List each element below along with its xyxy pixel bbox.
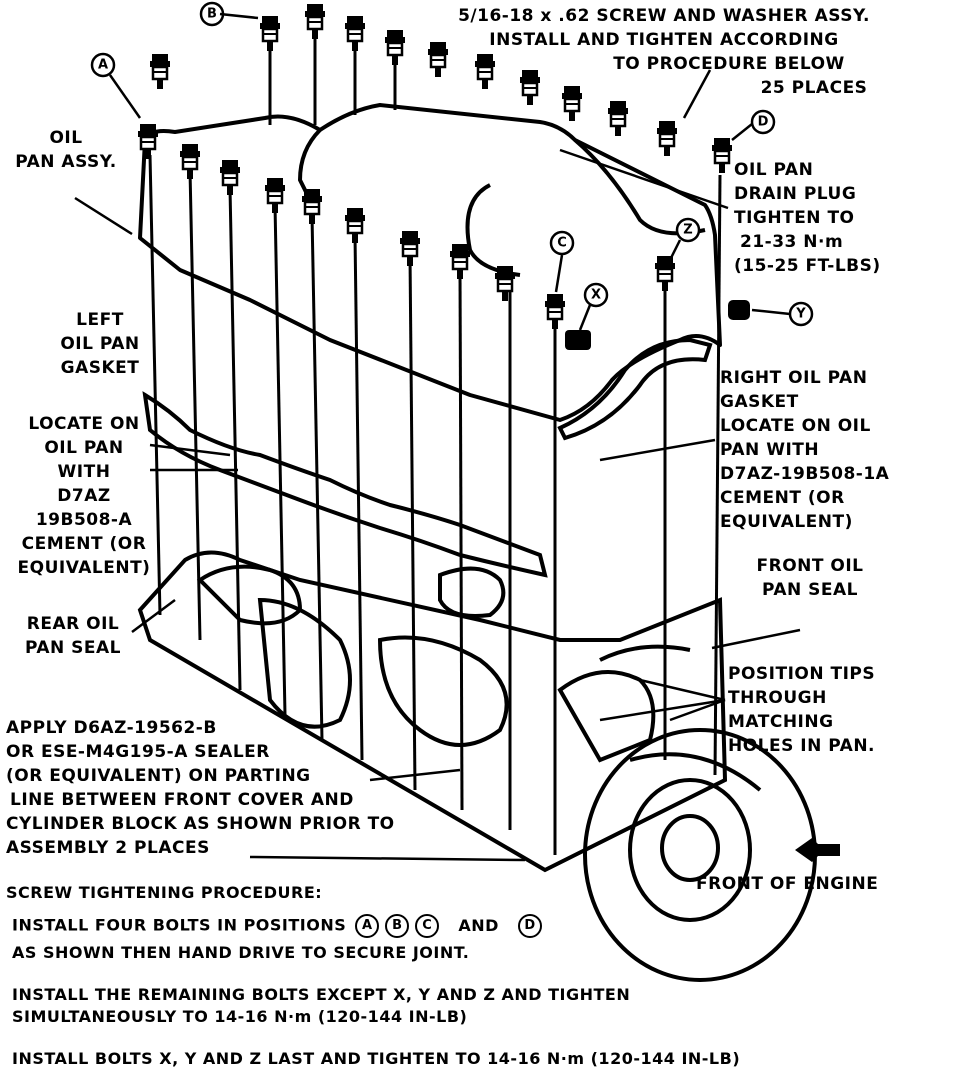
screw-spec-line: TO PROCEDURE BELOW [613, 54, 845, 74]
apply-sealer-line: (OR EQUIVALENT) ON PARTING [6, 766, 311, 786]
locate-left-line: EQUIVALENT) [17, 558, 151, 578]
apply-sealer-line: LINE BETWEEN FRONT COVER AND [10, 790, 354, 810]
procedure-step-1-line-2: AS SHOWN THEN HAND DRIVE TO SECURE JOINT… [12, 943, 470, 962]
position-tips-label: POSITION TIPS THROUGH MATCHING HOLES IN … [728, 662, 875, 758]
drain-plug-line: OIL PAN [734, 160, 814, 180]
drain-plug-line: DRAIN PLUG [734, 184, 857, 204]
screw-spec-label: 5/16-18 x .62 SCREW AND WASHER ASSY. INS… [430, 4, 898, 100]
position-tips-line: POSITION TIPS [728, 664, 876, 684]
screw-spec-line: 25 PLACES [760, 78, 868, 98]
front-seal-label: FRONT OIL PAN SEAL [740, 554, 880, 602]
engine-block [137, 550, 728, 873]
bubble-a: A [355, 914, 380, 938]
left-gasket-line: GASKET [60, 358, 140, 378]
screw-spec-line: 5/16-18 x .62 SCREW AND WASHER ASSY. [458, 6, 870, 26]
locate-left-line: 19B508-A [35, 510, 133, 530]
right-gasket-outline [557, 337, 713, 441]
right-gasket-label: RIGHT OIL PAN GASKET LOCATE ON OIL PAN W… [720, 366, 889, 534]
bubble-b-text: B [207, 7, 217, 22]
bubble-z-text: Z [683, 223, 692, 238]
apply-sealer-line: ASSEMBLY 2 PLACES [6, 838, 210, 858]
procedure-step-2-line: SIMULTANEOUSLY TO 14-16 N·m (120-144 IN-… [12, 1007, 468, 1026]
bubble-y-text: Y [795, 307, 806, 322]
right-gasket-line: D7AZ-19B508-1A [720, 464, 890, 484]
oil-pan-assy-line: OIL [49, 128, 83, 148]
position-tips-line: HOLES IN PAN. [728, 736, 875, 756]
locate-left-line: OIL PAN [44, 438, 124, 458]
bolt-guide-lines [148, 30, 722, 855]
right-gasket-line: PAN WITH [720, 440, 820, 460]
left-gasket-line: OIL PAN [60, 334, 140, 354]
oil-pan-assy-label: OIL PAN ASSY. [2, 126, 130, 174]
oil-pan [138, 103, 722, 422]
apply-sealer-label: APPLY D6AZ-19562-B OR ESE-M4G195-A SEALE… [6, 716, 395, 860]
drain-plug-line: 21-33 N·m [740, 232, 844, 252]
rear-seal-line: PAN SEAL [24, 638, 122, 658]
bubble-c-text: C [557, 236, 567, 251]
apply-sealer-line: CYLINDER BLOCK AS SHOWN PRIOR TO [6, 814, 395, 834]
bubble-d: D [518, 914, 543, 938]
right-gasket-line: EQUIVALENT) [720, 512, 853, 532]
locate-left-line: CEMENT (OR [21, 534, 147, 554]
bubble-b: B [385, 914, 410, 938]
locate-left-line: LOCATE ON [28, 414, 140, 434]
front-seal-line: PAN SEAL [761, 580, 859, 600]
bubble-c: C [415, 914, 440, 938]
crankshaft-pulley [583, 728, 817, 982]
procedure-step-2-line: INSTALL THE REMAINING BOLTS EXCEPT X, Y … [12, 985, 631, 1004]
procedure-step-1-and: AND [458, 915, 499, 935]
procedure-step-3: INSTALL BOLTS X, Y AND Z LAST AND TIGHTE… [12, 1049, 741, 1068]
rear-seal-label: REAR OIL PAN SEAL [8, 612, 138, 660]
drain-plug [565, 300, 750, 350]
left-gasket-outline [142, 391, 548, 578]
right-gasket-line: LOCATE ON OIL [720, 416, 871, 436]
front-seal-line: FRONT OIL [756, 556, 864, 576]
front-of-engine-label: FRONT OF ENGINE [696, 874, 879, 894]
left-gasket-label: LEFT OIL PAN GASKET [30, 308, 170, 380]
bubble-a-text: A [98, 58, 108, 73]
position-tips-line: MATCHING [728, 712, 834, 732]
apply-sealer-line: OR ESE-M4G195-A SEALER [6, 742, 270, 762]
procedure-step-1-text: INSTALL FOUR BOLTS IN POSITIONS [12, 915, 347, 935]
drain-plug-line: TIGHTEN TO [734, 208, 855, 228]
locate-left-line: D7AZ [57, 486, 111, 506]
right-gasket-line: CEMENT (OR [720, 488, 845, 508]
screw-spec-line: INSTALL AND TIGHTEN ACCORDING [489, 30, 839, 50]
rear-seal-line: REAR OIL [26, 614, 120, 634]
position-tips-line: THROUGH [728, 688, 827, 708]
right-gasket-line: GASKET [720, 392, 799, 412]
left-gasket-line: LEFT [76, 310, 124, 330]
procedure-step-2: INSTALL THE REMAINING BOLTS EXCEPT X, Y … [12, 984, 630, 1028]
procedure-heading: SCREW TIGHTENING PROCEDURE: [6, 883, 323, 902]
bubble-d-text: D [758, 115, 769, 130]
drain-plug-label: OIL PAN DRAIN PLUG TIGHTEN TO 21-33 N·m … [734, 158, 881, 278]
bolt-bubbles [90, 1, 814, 327]
locate-left-label: LOCATE ON OIL PAN WITH D7AZ 19B508-A CEM… [0, 412, 168, 580]
locate-left-line: WITH [57, 462, 111, 482]
apply-sealer-line: APPLY D6AZ-19562-B [6, 718, 217, 738]
front-of-engine-arrow [795, 838, 840, 862]
oil-pan-assy-line: PAN ASSY. [15, 152, 117, 172]
bubble-x-text: X [591, 288, 601, 303]
right-gasket-line: RIGHT OIL PAN [720, 368, 868, 388]
leader-lines [74, 12, 801, 862]
drain-plug-line: (15-25 FT-LBS) [734, 256, 881, 276]
